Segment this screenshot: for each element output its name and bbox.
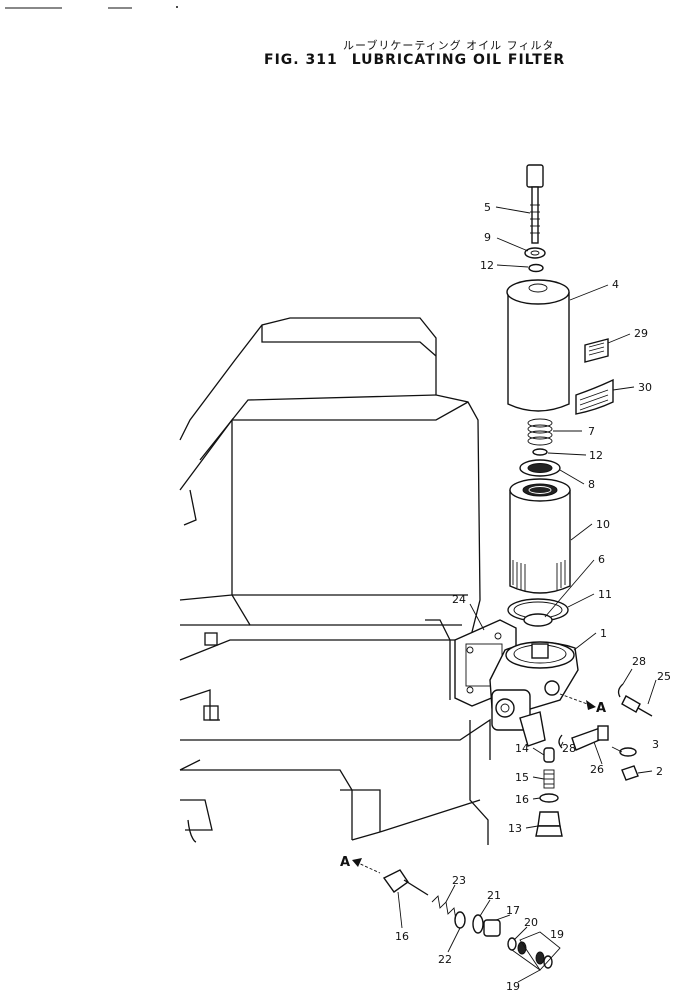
- part-16-o-ring: [539, 793, 559, 803]
- part-26-bolt: [621, 695, 653, 717]
- part-7-spring: [527, 418, 553, 446]
- part-13-plug: [535, 811, 563, 837]
- callout-25: 24: [452, 593, 466, 606]
- callout-16: 16: [515, 793, 529, 806]
- part-30-decal: [575, 378, 614, 415]
- callout-21: 20: [524, 916, 538, 929]
- callout-29: 29: [634, 327, 648, 340]
- part-5-bolt: [526, 164, 544, 244]
- callout-8: 8: [588, 478, 595, 491]
- part-10-filter-element: [509, 478, 571, 594]
- callout-11: 11: [598, 588, 612, 601]
- part-29-decal: [584, 338, 609, 363]
- callout-20: 19: [506, 980, 520, 992]
- callout-28-lower: 28: [562, 742, 576, 755]
- callout-17: 16: [395, 930, 409, 943]
- part-22-washer: [472, 914, 484, 934]
- part-23-ring: [454, 911, 466, 929]
- section-arrows: [352, 693, 596, 874]
- part-18-sleeve: [483, 919, 501, 937]
- title-japanese: ルーブリケーティング オイル フィルタ: [343, 39, 555, 52]
- callout-5: 5: [484, 201, 491, 214]
- callout-23: 22: [438, 953, 452, 966]
- callout-9: 9: [484, 231, 491, 244]
- callout-13: 13: [508, 822, 522, 835]
- part-12-o-ring-middle: [532, 448, 548, 456]
- callout-3: 3: [652, 738, 659, 751]
- callout-22: 21: [487, 889, 501, 902]
- part-28-ring-lower: [558, 734, 563, 749]
- part-15-spring: [543, 769, 555, 789]
- part-8-seal: [519, 459, 561, 477]
- callout-15: 15: [515, 771, 529, 784]
- part-3-washer: [619, 747, 637, 757]
- figure-title: FIG. 311 LUBRICATING OIL FILTER: [264, 52, 565, 68]
- callout-12-middle: 12: [589, 449, 603, 462]
- part-1-filter-head: [489, 641, 579, 747]
- part-12-o-ring-top: [528, 263, 544, 273]
- callout-14: 14: [515, 742, 529, 755]
- section-mark-a-right: A: [596, 701, 606, 716]
- scan-marks: [5, 6, 178, 9]
- part-14-valve: [543, 747, 555, 763]
- callout-labels: 5 9 12 4 29 30 7 12 8 10 6 11 1 24 28 25…: [340, 201, 671, 992]
- part-17-valve-body: [382, 869, 429, 896]
- part-20-seals: [517, 941, 545, 965]
- section-mark-a-left: A: [340, 855, 350, 870]
- callout-10: 10: [596, 518, 610, 531]
- callout-19: 19: [550, 928, 564, 941]
- part-4-filter-case: [506, 279, 570, 412]
- leader-lines: [397, 206, 657, 983]
- part-9-washer: [524, 247, 546, 259]
- part-28-ring-right: [617, 683, 624, 698]
- part-27-bolt: [571, 725, 609, 751]
- callout-1: 1: [600, 627, 607, 640]
- callout-26: 25: [657, 670, 671, 683]
- part-2-plug: [621, 765, 639, 781]
- callout-24: 23: [452, 874, 466, 887]
- callout-28-right: 28: [632, 655, 646, 668]
- figure-name: LUBRICATING OIL FILTER: [351, 52, 566, 68]
- part-6-seat: [523, 613, 553, 627]
- callout-12-top: 12: [480, 259, 494, 272]
- callout-2: 2: [656, 765, 663, 778]
- callout-7: 7: [588, 425, 595, 438]
- callout-6: 6: [598, 553, 605, 566]
- engine-block: [179, 317, 491, 845]
- callout-4: 4: [612, 278, 619, 291]
- callout-27: 26: [590, 763, 604, 776]
- callout-30: 30: [638, 381, 652, 394]
- callout-18: 17: [506, 904, 520, 917]
- figure-number: FIG. 311: [264, 52, 338, 68]
